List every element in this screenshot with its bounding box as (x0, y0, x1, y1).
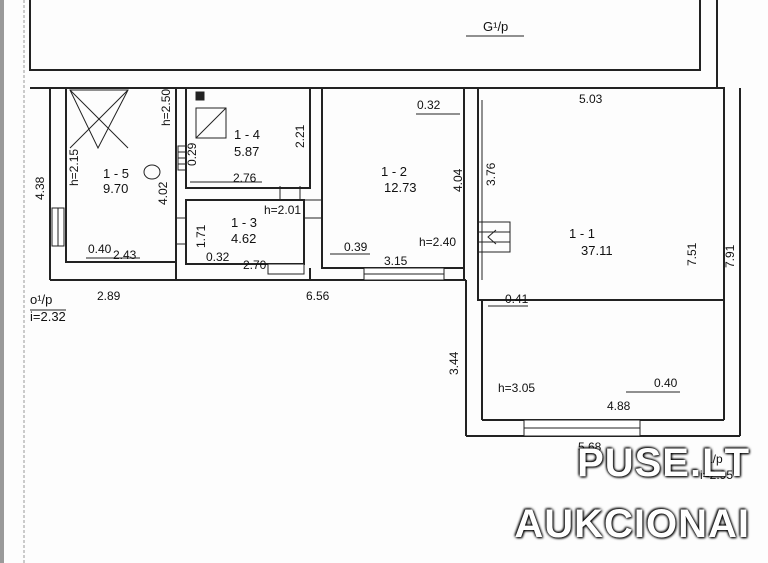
room-1-5-area: 9.70 (103, 181, 128, 196)
dim-5-03: 5.03 (579, 92, 603, 106)
dim-6-56: 6.56 (306, 289, 330, 303)
dim-5-68: 5.68 (578, 440, 602, 454)
dim-7-51: 7.51 (685, 242, 699, 266)
room-1-2-height: h=2.40 (419, 235, 456, 249)
dim-0-29: 0.29 (185, 142, 199, 166)
room-1-5-id: 1 - 5 (103, 166, 129, 181)
dim-4-02: 4.02 (156, 181, 170, 205)
dim-7-91: 7.91 (723, 244, 737, 268)
watermark-line-1: PUSE.LT (577, 441, 750, 485)
bottom-room-label: 1/p (706, 452, 723, 466)
room-1-3-id: 1 - 3 (231, 215, 257, 230)
top-room-label: G¹/p (483, 19, 508, 34)
dim-4-38: 4.38 (33, 176, 47, 200)
dim-3-15: 3.15 (384, 254, 408, 268)
room-1-1-id: 1 - 1 (569, 226, 595, 241)
dim-2-43: 2.43 (113, 248, 137, 262)
left-level-value: i=2.32 (30, 309, 66, 324)
room-1-4-area: 5.87 (234, 144, 259, 159)
bottom-level-value: i=2.95 (700, 468, 733, 482)
windows (51, 207, 641, 437)
dim-3-44: 3.44 (447, 351, 461, 375)
dimension-lines (86, 100, 680, 393)
scan-edge (0, 0, 4, 563)
room-1-2-area: 12.73 (384, 180, 417, 195)
dim-2-21: 2.21 (293, 124, 307, 148)
left-level-label: o¹/p (30, 292, 52, 307)
dim-0-32-top: 0.32 (417, 98, 441, 112)
dim-0-39: 0.39 (344, 240, 368, 254)
room-1-1-area: 37.11 (581, 243, 613, 258)
dim-3-76: 3.76 (484, 162, 498, 186)
dim-0-32-bottom: 0.32 (206, 250, 230, 264)
dim-0-40-right: 0.40 (654, 376, 678, 390)
watermark-line-2: AUKCIONAI (514, 502, 750, 546)
room-1-3-area: 4.62 (231, 231, 256, 246)
dim-1-71: 1.71 (194, 224, 208, 248)
dim-2-76: 2.76 (233, 171, 257, 185)
room-1-5-height: h=2.15 (67, 149, 81, 186)
dim-0-40-left: 0.40 (88, 242, 112, 256)
dim-0-41: 0.41 (505, 292, 529, 306)
room-1-4-height: h=2.50 (159, 89, 173, 126)
dim-2-70: 2.70 (243, 258, 267, 272)
neighbor-room-outline (29, 0, 718, 89)
dim-2-89: 2.89 (97, 289, 121, 303)
dim-4-88: 4.88 (607, 399, 631, 413)
room-1-1-height: h=3.05 (498, 381, 535, 395)
dim-4-04: 4.04 (451, 168, 465, 192)
fixtures (69, 89, 511, 253)
room-1-4-id: 1 - 4 (234, 127, 260, 142)
room-1-3-height: h=2.01 (264, 203, 301, 217)
room-1-2-id: 1 - 2 (381, 164, 407, 179)
